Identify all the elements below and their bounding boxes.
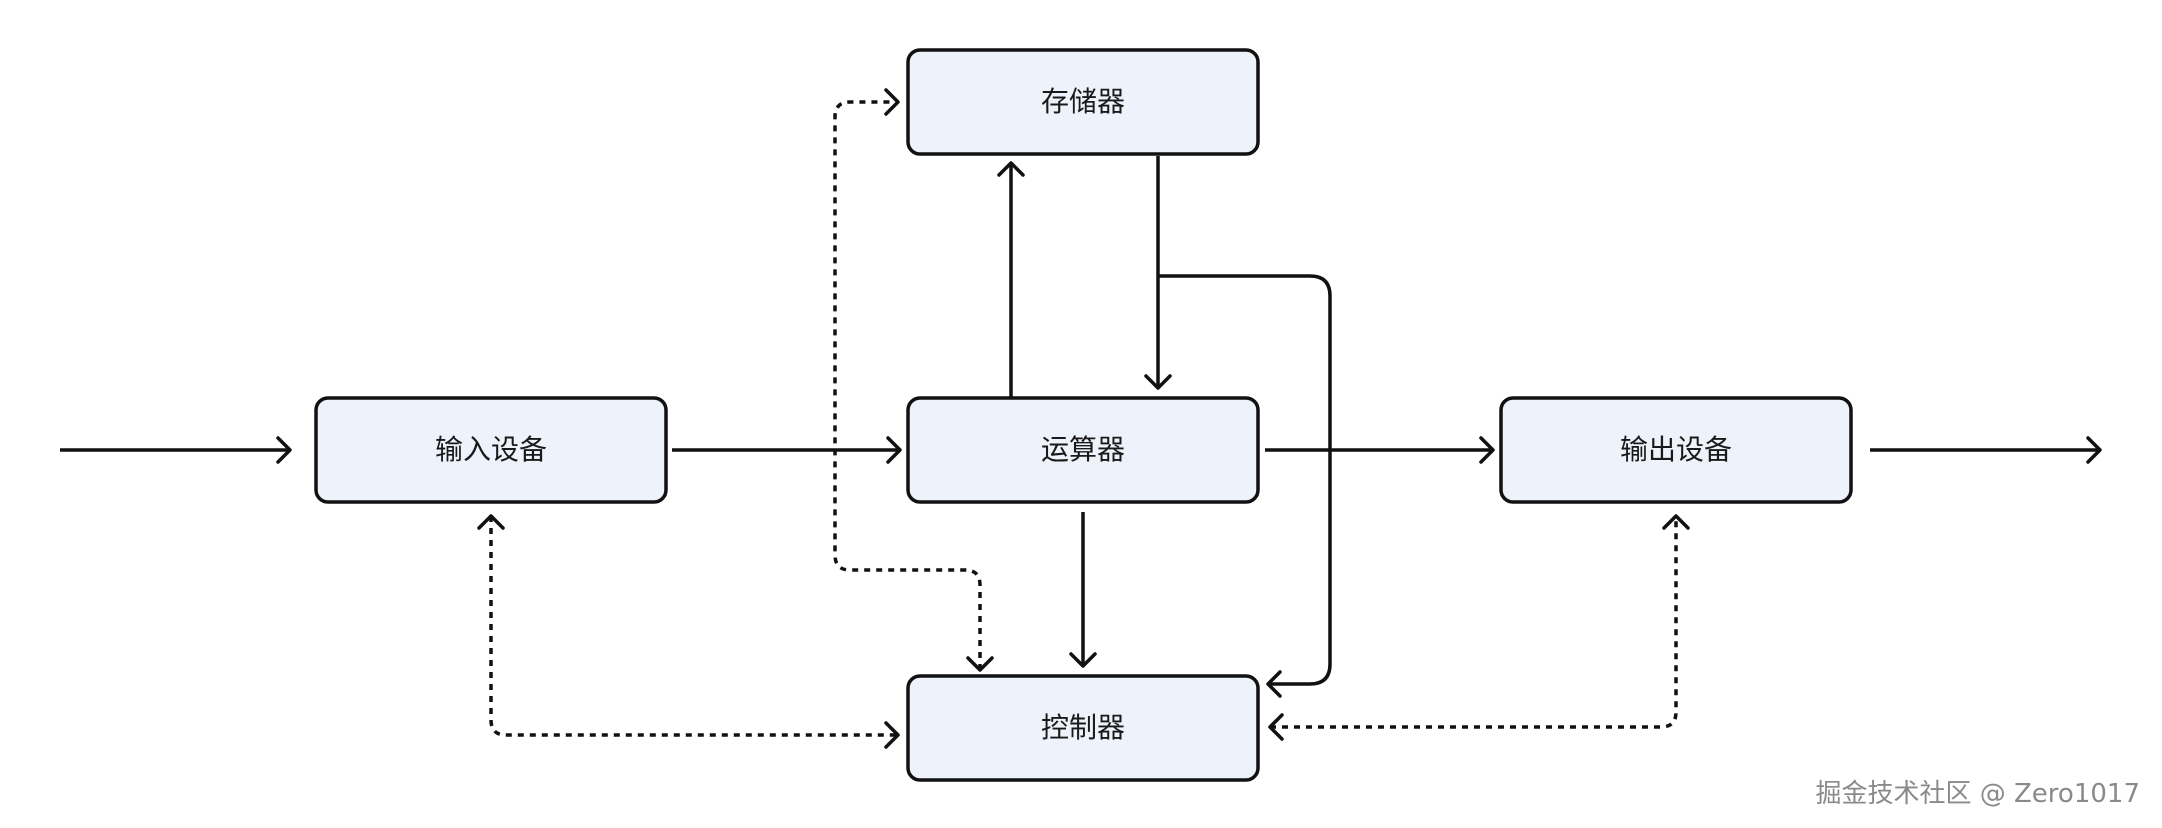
arrowhead-icon — [997, 161, 1025, 177]
edge-alu-to-output — [1265, 436, 1495, 464]
arrowhead-icon — [1266, 670, 1282, 698]
node-output-device[interactable]: 输出设备 — [1499, 396, 1853, 504]
node-alu-label: 运算器 — [1041, 433, 1125, 466]
arrowhead-icon — [1069, 652, 1097, 668]
arrowhead-icon — [884, 88, 900, 116]
node-storage[interactable]: 存储器 — [906, 48, 1260, 156]
arrowhead-icon — [276, 436, 292, 464]
edge-alu-to-controller — [1069, 512, 1097, 668]
arrowhead-icon — [1144, 374, 1172, 390]
edge-external-to-input — [60, 436, 292, 464]
arrowhead-icon — [1268, 713, 1284, 741]
node-storage-label: 存储器 — [1041, 85, 1125, 118]
node-controller-label: 控制器 — [1041, 711, 1125, 744]
edge-controller-output-control — [1268, 514, 1690, 741]
node-controller[interactable]: 控制器 — [906, 674, 1260, 782]
arrowhead-icon — [884, 721, 900, 749]
node-alu[interactable]: 运算器 — [906, 396, 1260, 504]
watermark-text: 掘金技术社区 @ Zero1017 — [1815, 779, 2140, 809]
arrowhead-icon — [1662, 514, 1690, 530]
node-input-device-label: 输入设备 — [435, 433, 547, 466]
node-output-device-label: 输出设备 — [1620, 433, 1732, 466]
node-input-device[interactable]: 输入设备 — [314, 396, 668, 504]
arrowhead-icon — [1479, 436, 1495, 464]
edge-alu-to-storage — [997, 161, 1025, 398]
edge-storage-to-controller — [1158, 274, 1332, 698]
arrowhead-icon — [477, 514, 505, 530]
arrowhead-icon — [2086, 436, 2102, 464]
edge-storage-to-alu — [1144, 156, 1172, 390]
edge-input-to-alu — [672, 436, 902, 464]
edge-output-to-external — [1870, 436, 2102, 464]
arrowhead-icon — [966, 656, 994, 672]
edge-controller-input-control — [477, 514, 900, 749]
arrowhead-icon — [886, 436, 902, 464]
edge-controller-storage-control — [833, 88, 994, 672]
